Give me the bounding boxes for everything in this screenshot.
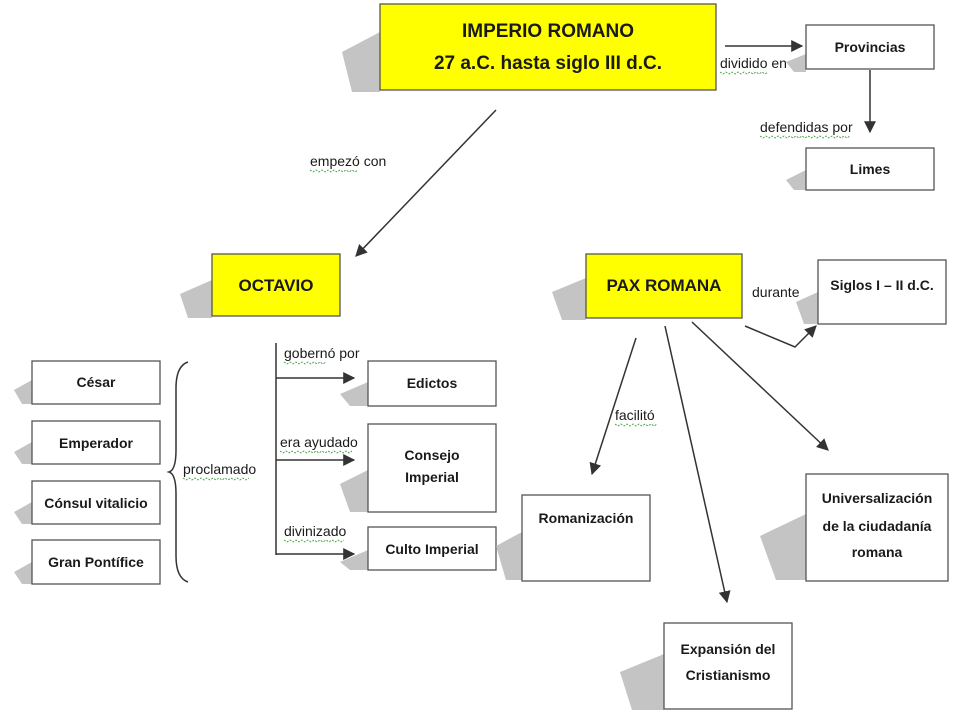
- label-dividido-underline: [719, 71, 769, 75]
- label-gobierno: gobernó por: [284, 345, 360, 361]
- pax-label: PAX ROMANA: [607, 276, 722, 295]
- culto-label: Culto Imperial: [385, 541, 478, 557]
- edge-pax-universalizacion: [691, 321, 829, 451]
- node-consul: Cónsul vitalicio: [14, 480, 161, 525]
- consejo-line-2: Imperial: [405, 469, 459, 485]
- edge-imperio-octavio: [355, 109, 497, 257]
- pontifice-label: Gran Pontífice: [48, 554, 144, 570]
- consul-label: Cónsul vitalicio: [44, 495, 147, 511]
- node-consejo: Consejo Imperial: [340, 423, 497, 513]
- label-empezo-underline: [309, 169, 359, 173]
- romanizacion-label: Romanización: [539, 510, 634, 526]
- universalizacion-line-3: romana: [852, 544, 903, 560]
- label-proclamado: proclamado: [183, 461, 256, 477]
- label-defendidas-underline: [759, 135, 851, 139]
- emperador-label: Emperador: [59, 435, 133, 451]
- label-ayudado-underline: [279, 450, 353, 454]
- label-gobierno-underline: [283, 361, 327, 365]
- imperio-line-1: IMPERIO ROMANO: [462, 21, 634, 42]
- node-pax: PAX ROMANA: [552, 253, 743, 320]
- edictos-label: Edictos: [407, 375, 458, 391]
- label-divinizado: divinizado: [284, 523, 346, 539]
- limes-label: Limes: [850, 161, 891, 177]
- provincias-label: Provincias: [835, 39, 906, 55]
- label-durante: durante: [752, 284, 800, 300]
- edges: [166, 40, 876, 604]
- node-universalizacion: Universalización de la ciudadanía romana: [760, 473, 949, 582]
- octavio-label: OCTAVIO: [239, 276, 314, 295]
- node-imperio: IMPERIO ROMANO 27 a.C. hasta siglo III d…: [342, 3, 717, 92]
- universalizacion-line-2: de la ciudadanía: [823, 518, 932, 534]
- edge-pax-romanizacion: [589, 337, 637, 476]
- consejo-line-1: Consejo: [404, 447, 459, 463]
- edge-pax-expansion: [664, 325, 731, 604]
- node-siglos: Siglos I – II d.C.: [796, 259, 947, 325]
- node-expansion: Expansión del Cristianismo: [620, 622, 793, 710]
- universalizacion-line-1: Universalización: [822, 490, 933, 506]
- cesar-label: César: [77, 374, 116, 390]
- label-divinizado-underline: [283, 539, 345, 543]
- label-empezo: empezó con: [310, 153, 386, 169]
- label-facilito: facilitó: [615, 407, 655, 423]
- node-limes: Limes: [786, 147, 935, 191]
- node-cesar: César: [14, 360, 161, 405]
- node-octavio: OCTAVIO: [180, 253, 341, 318]
- edge-pax-siglos: [744, 325, 817, 348]
- label-defendidas: defendidas por: [760, 119, 853, 135]
- expansion-line-1: Expansión del: [681, 641, 776, 657]
- imperio-line-2: 27 a.C. hasta siglo III d.C.: [434, 53, 662, 74]
- node-romanizacion: Romanización: [496, 494, 651, 582]
- edge-labels: dividido en defendidas por empezó con du…: [182, 55, 853, 543]
- label-proclamado-underline: [182, 477, 250, 481]
- node-edictos: Edictos: [340, 360, 497, 407]
- label-facilito-underline: [614, 423, 658, 427]
- node-provincias: Provincias: [786, 24, 935, 72]
- label-ayudado: era ayudado: [280, 434, 358, 450]
- expansion-line-2: Cristianismo: [686, 667, 771, 683]
- node-culto: Culto Imperial: [340, 526, 497, 571]
- siglos-label: Siglos I – II d.C.: [830, 277, 933, 293]
- node-emperador: Emperador: [14, 420, 161, 465]
- node-pontifice: Gran Pontífice: [14, 539, 161, 585]
- label-dividido: dividido en: [720, 55, 787, 71]
- proclamado-brace: [166, 361, 189, 583]
